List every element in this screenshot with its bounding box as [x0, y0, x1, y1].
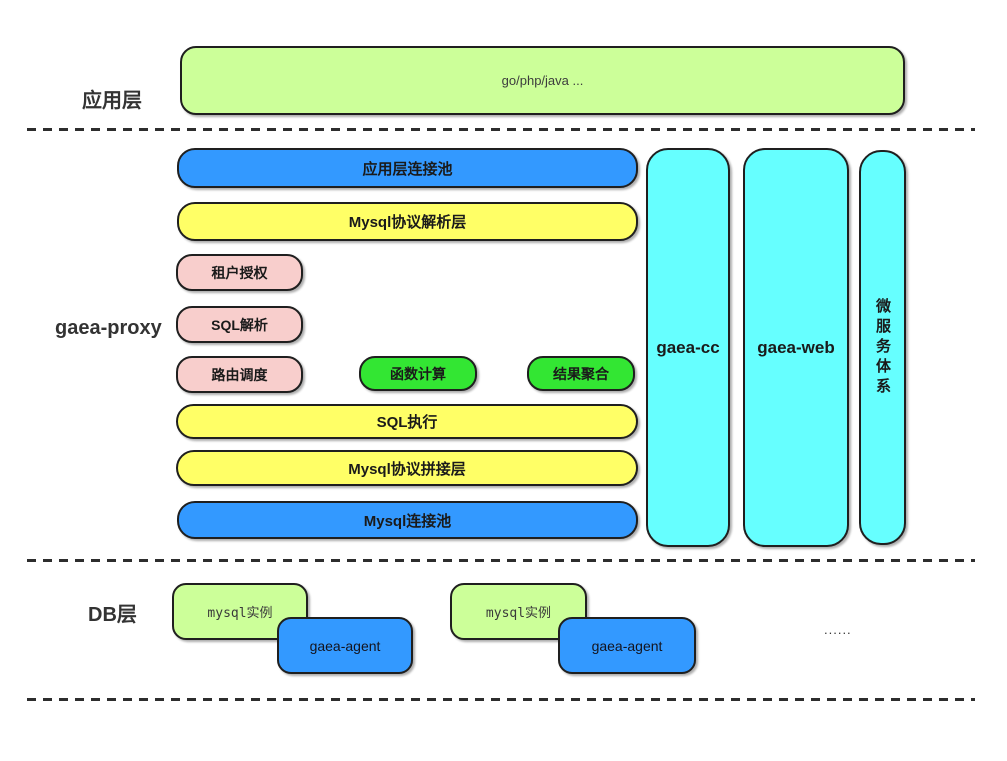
separator-proxy-db [27, 559, 975, 562]
mysql-protocol-assemble-box: Mysql协议拼接层 [176, 450, 638, 486]
route-dispatch-box: 路由调度 [176, 356, 303, 393]
app-layer-label: 应用层 [82, 90, 142, 112]
mysql-conn-pool-box: Mysql连接池 [177, 501, 638, 539]
microservice-column: 微服务体系 [859, 150, 906, 545]
func-compute-box: 函数计算 [359, 356, 477, 391]
gaea-agent-box: gaea-agent [277, 617, 413, 674]
result-merge-box: 结果聚合 [527, 356, 635, 391]
sql-parse-box: SQL解析 [176, 306, 303, 343]
microservice-column-label: 微服务体系 [874, 297, 891, 398]
app-conn-pool-box: 应用层连接池 [177, 148, 638, 188]
separator-app-proxy [27, 128, 975, 131]
gaea-agent-box: gaea-agent [558, 617, 696, 674]
mysql-instance-box: mysql实例 [172, 583, 308, 640]
gaea-cc-column: gaea-cc [646, 148, 730, 547]
clients-box: go/php/java ... [180, 46, 905, 115]
separator-bottom [27, 698, 975, 701]
more-instances-ellipsis: ...... [824, 622, 852, 637]
sql-exec-box: SQL执行 [176, 404, 638, 439]
gaea-web-column: gaea-web [743, 148, 849, 547]
mysql-protocol-parse-box: Mysql协议解析层 [177, 202, 638, 241]
tenant-auth-box: 租户授权 [176, 254, 303, 291]
gaea-proxy-label: gaea-proxy [55, 317, 162, 339]
db-layer-label: DB层 [88, 604, 137, 626]
